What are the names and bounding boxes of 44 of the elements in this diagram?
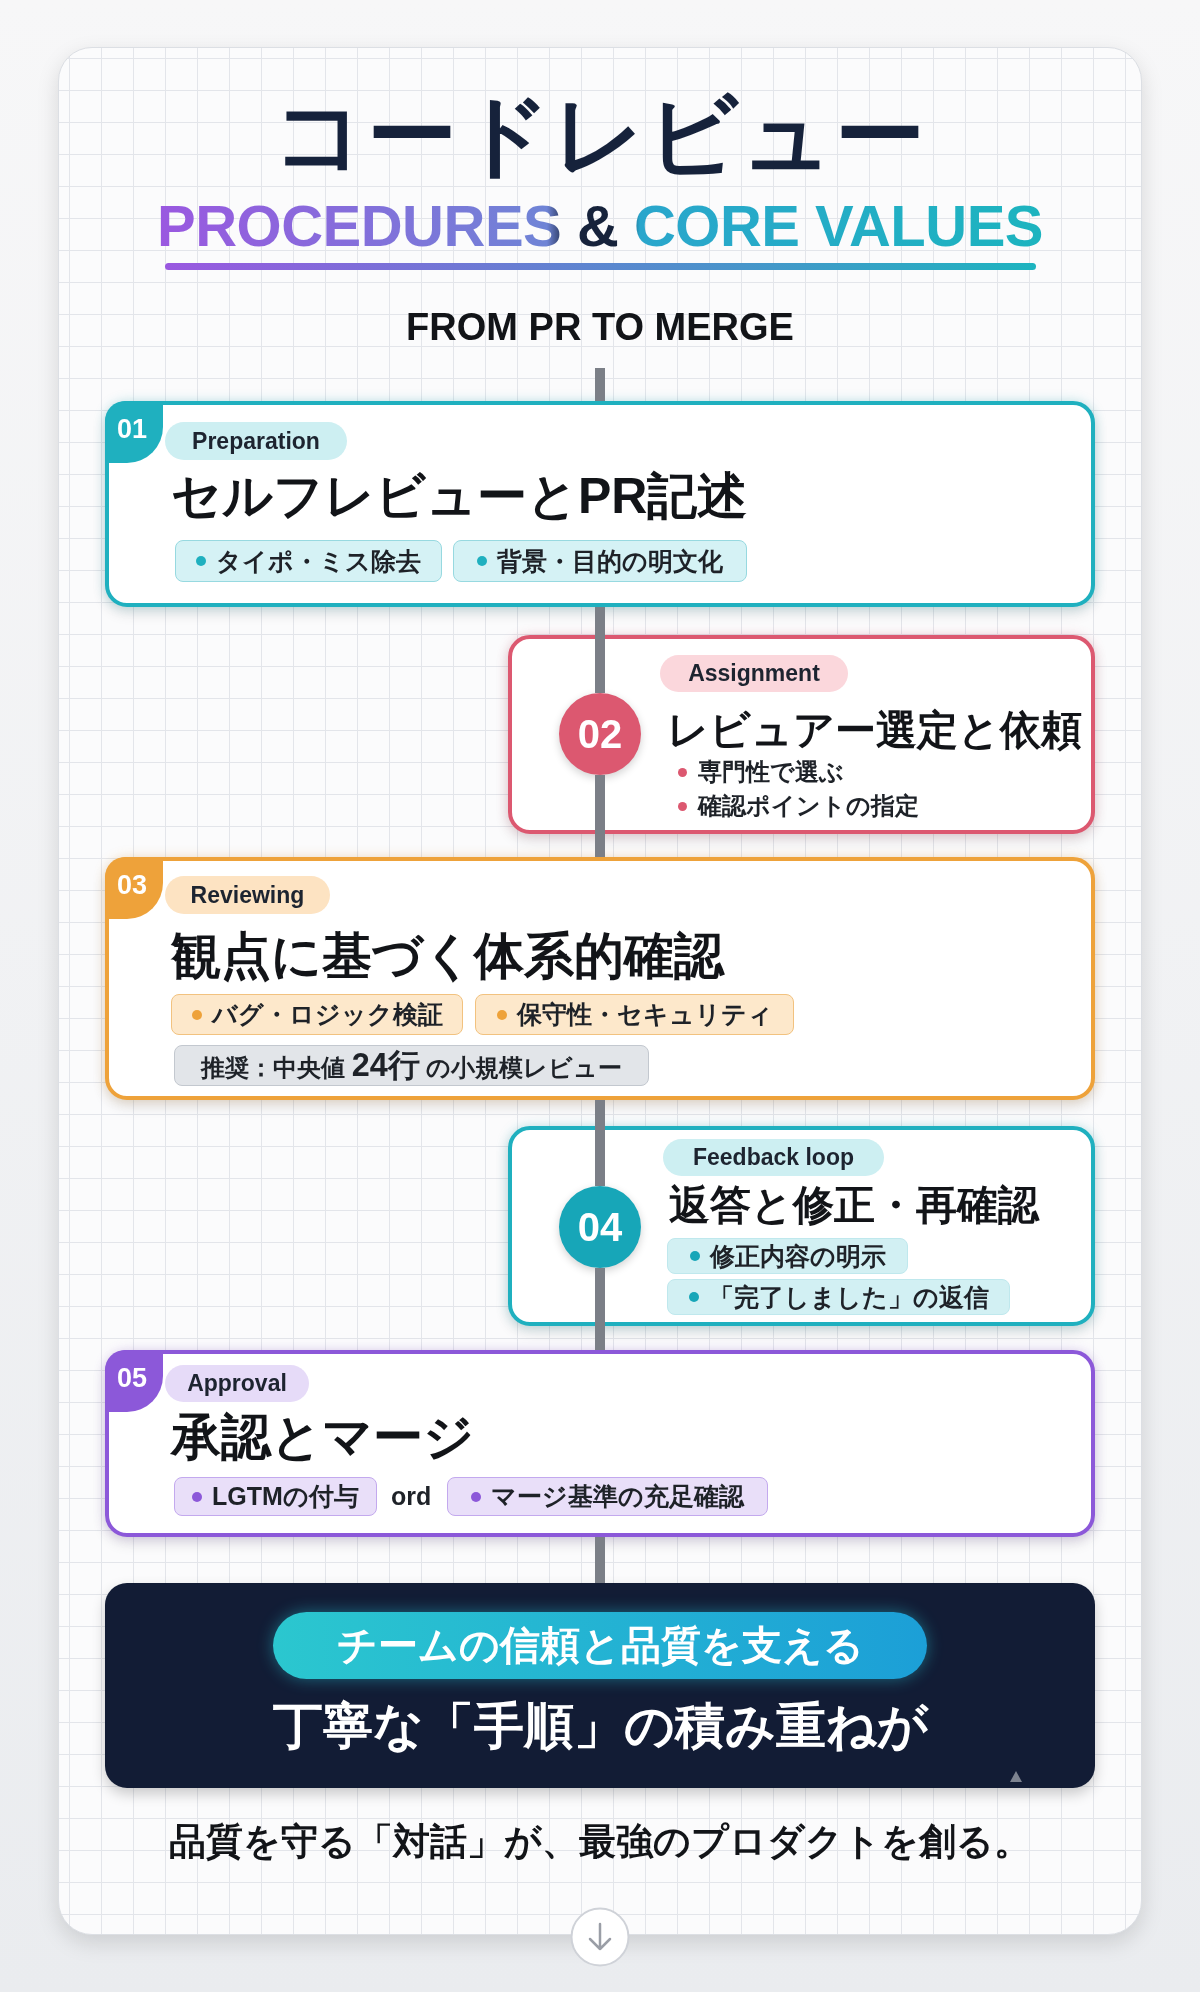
step-card — [105, 857, 1095, 1100]
step-card — [105, 1350, 1095, 1537]
step-card — [508, 1126, 1095, 1326]
tagline: 品質を守る「対話」が、最強のプロダクトを創る。 — [169, 1820, 1031, 1864]
point-chip: LGTMの付与 — [174, 1477, 377, 1516]
step-number-badge: 02 — [559, 693, 641, 775]
timeline-connector — [595, 775, 605, 857]
step-heading: 返答と修正・再確認 — [669, 1181, 1039, 1230]
bullet-item: 確認ポイントの指定 — [678, 790, 919, 822]
point-chip: バグ・ロジック検証 — [171, 994, 463, 1035]
point-chip: 保守性・セキュリティ — [475, 994, 794, 1035]
highlight-pill: チームの信頼と品質を支える — [273, 1612, 927, 1679]
step-number-tab: 03 — [105, 857, 163, 919]
step-heading: セルフレビューとPR記述 — [171, 467, 748, 526]
banner-heading: 丁寧な「手順」の積み重ねが — [272, 1697, 928, 1756]
step-number-tab: 05 — [105, 1350, 163, 1412]
timeline-connector — [595, 368, 605, 401]
summary-banner — [105, 1583, 1095, 1788]
point-chip: マージ基準の充足確認 — [447, 1477, 768, 1516]
phase-tag: Preparation — [165, 422, 347, 460]
title: コードレビュー — [273, 84, 927, 187]
timeline-connector — [595, 1268, 605, 1350]
section-label: FROM PR TO MERGE — [406, 305, 794, 350]
point-chip: 「完了しました」の返信 — [667, 1279, 1010, 1315]
timeline-connector — [595, 1537, 605, 1583]
step-card — [105, 401, 1095, 607]
timeline-connector — [595, 607, 605, 693]
phase-tag: Feedback loop — [663, 1139, 884, 1176]
step-card — [508, 635, 1095, 834]
timeline-connector — [595, 1100, 605, 1186]
bullet-item: 専門性で選ぶ — [678, 756, 844, 788]
point-chip: 背景・目的の明文化 — [453, 540, 747, 582]
point-chip: タイポ・ミス除去 — [175, 540, 442, 582]
conjunction-text: ord — [391, 1481, 432, 1512]
step-heading: レビュアー選定と依頼 — [667, 706, 1082, 755]
step-heading: 観点に基づく体系的確認 — [171, 927, 724, 986]
phase-tag: Assignment — [660, 655, 848, 692]
step-number-badge: 04 — [559, 1186, 641, 1268]
point-chip: 修正内容の明示 — [667, 1238, 908, 1274]
phase-tag: Reviewing — [165, 876, 330, 914]
step-number-tab: 01 — [105, 401, 163, 463]
step-heading: 承認とマージ — [171, 1408, 474, 1467]
note-chip: 推奨：中央値 24行 の小規模レビュー — [174, 1045, 650, 1086]
phase-tag: Approval — [165, 1365, 309, 1402]
